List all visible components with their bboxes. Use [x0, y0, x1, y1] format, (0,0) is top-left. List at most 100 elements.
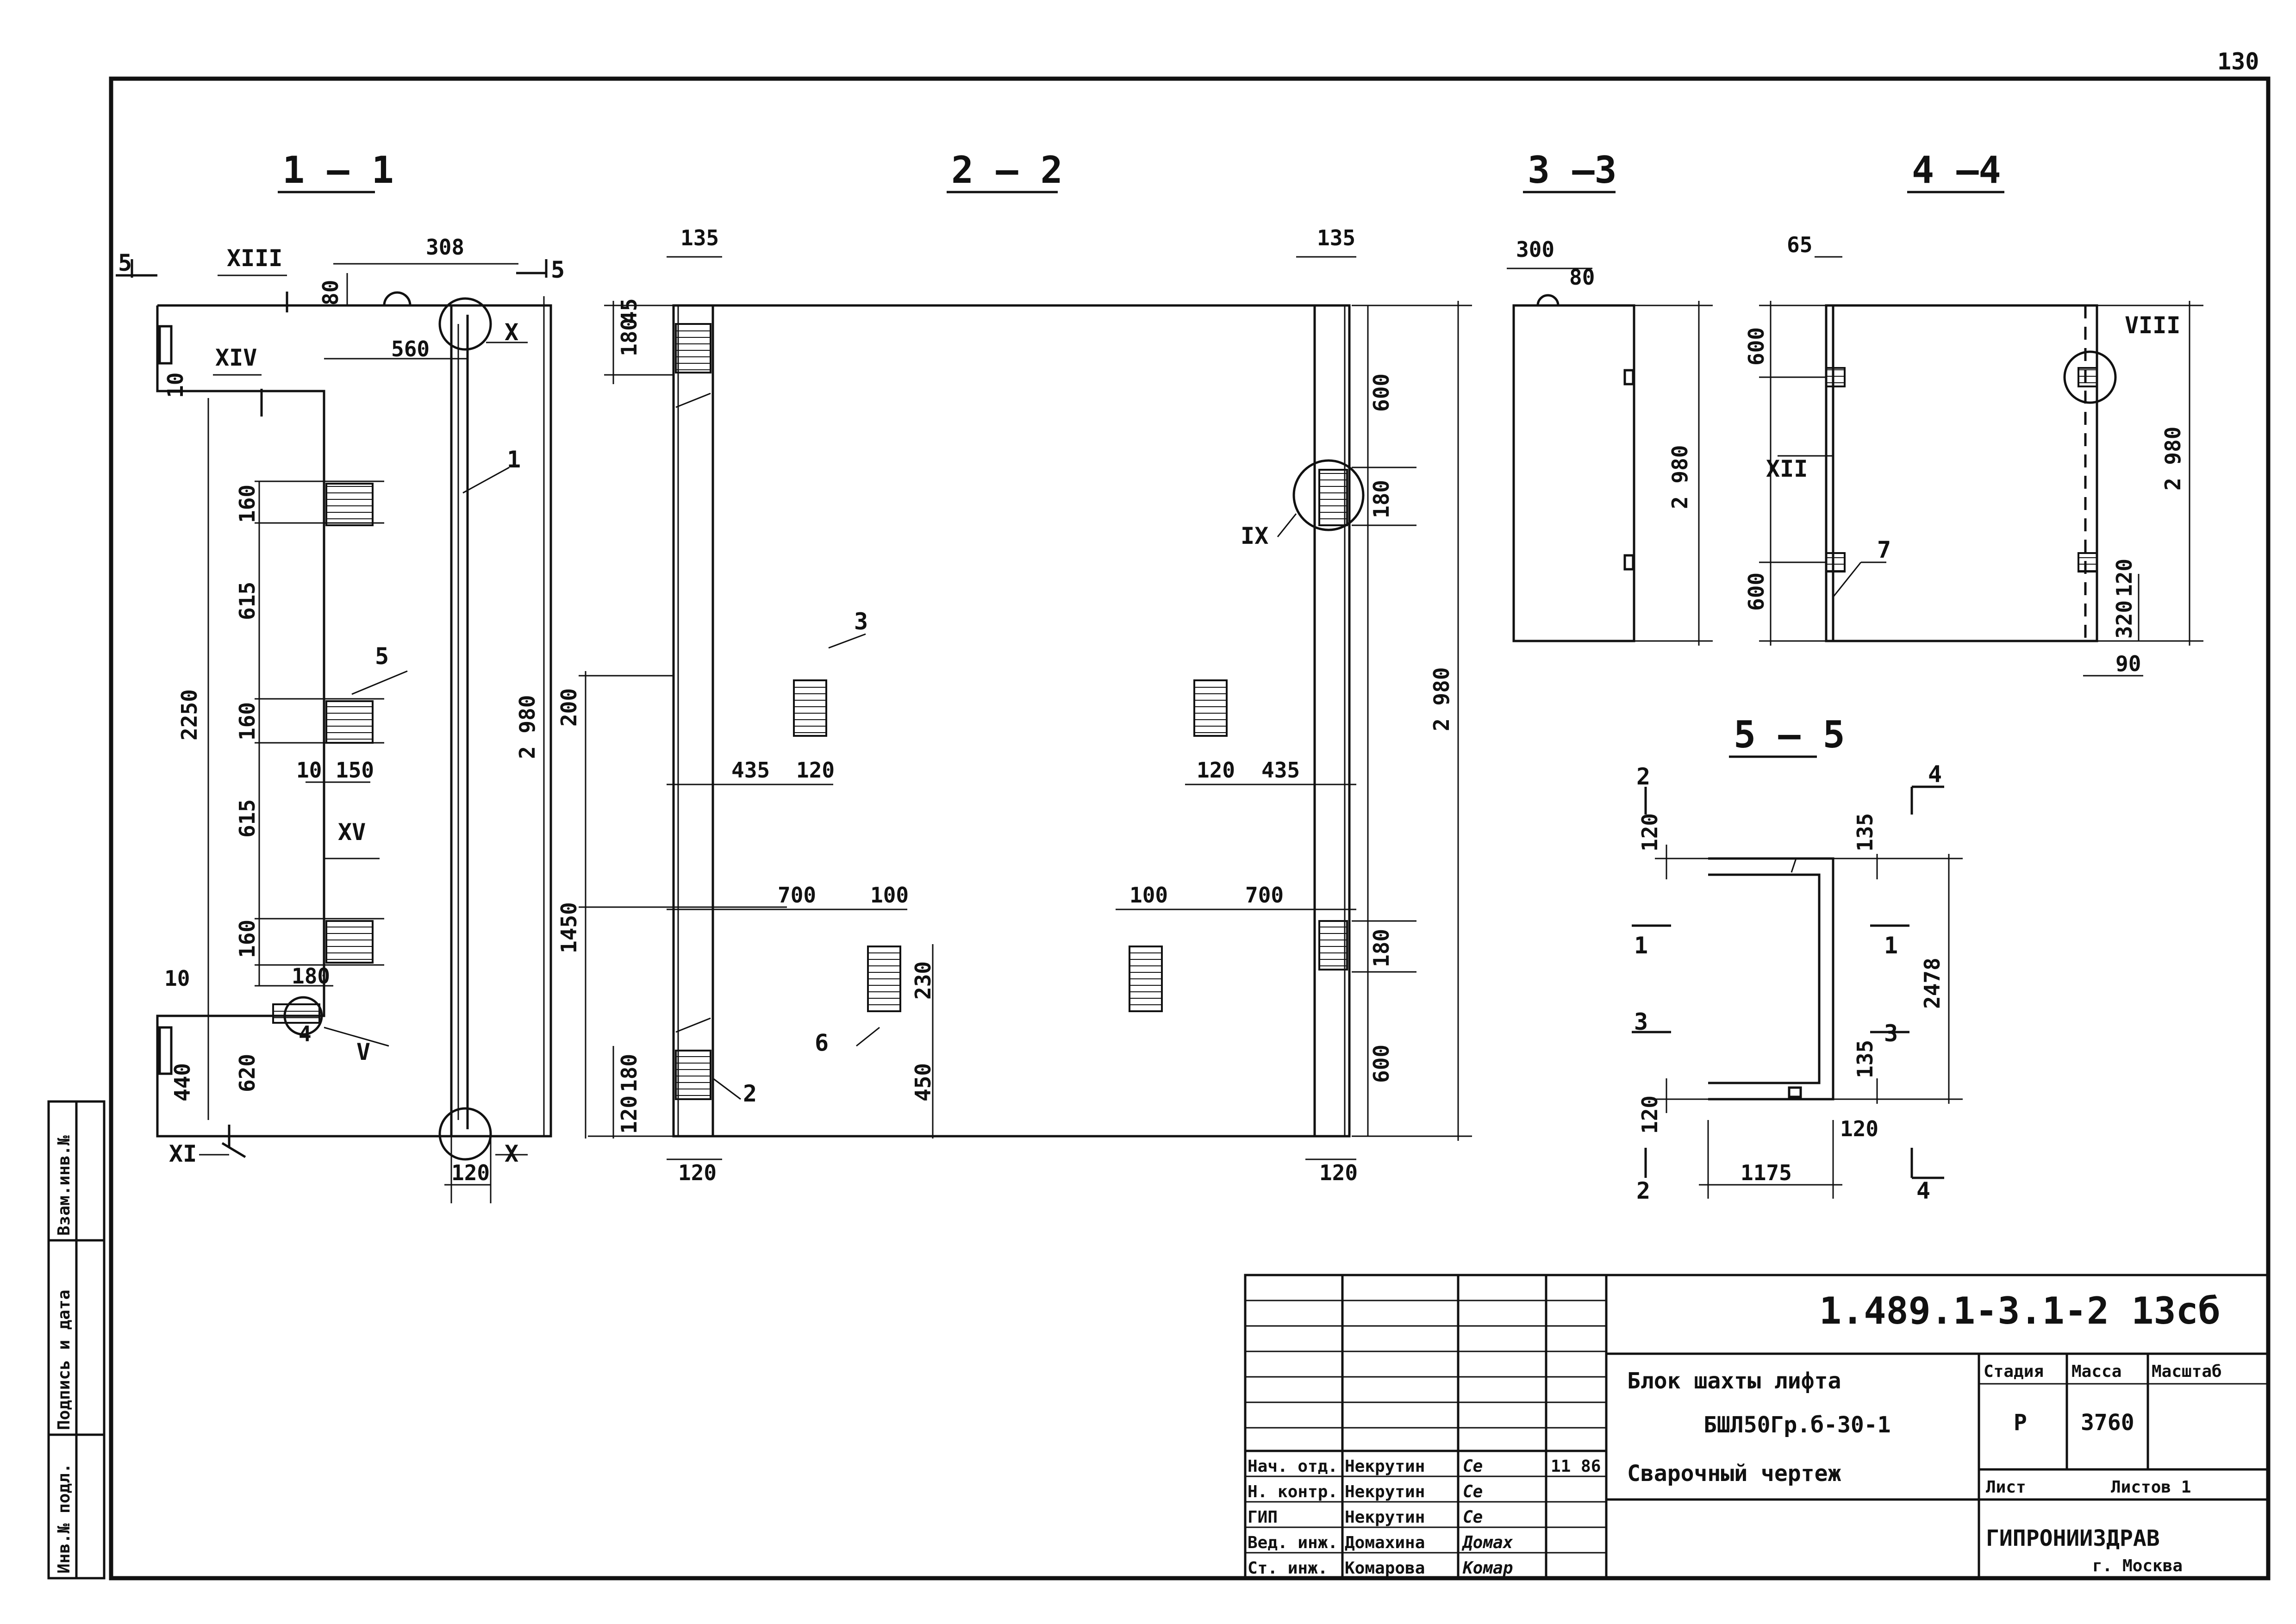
dim-135b: 135	[1317, 225, 1355, 250]
dim-45: 45	[617, 299, 642, 324]
cut-mark-5-right: 5	[551, 256, 565, 283]
dim-308: 308	[426, 235, 464, 260]
section-2-2: 2 — 2	[556, 149, 1472, 1185]
dim-620: 620	[235, 1054, 260, 1092]
staff-sign-0: Се	[1463, 1457, 1483, 1476]
stamp-vzam: Взам.инв.№	[55, 1135, 74, 1236]
dim-80: 80	[318, 280, 343, 305]
dim-180: 180	[292, 964, 330, 989]
header-list: Лист	[1986, 1478, 2026, 1497]
dim-120e: 120	[1319, 1160, 1358, 1185]
callout-XIV: XIV	[215, 344, 257, 371]
cut-mark-1-right: 1	[1884, 932, 1898, 959]
callout-XII: XII	[1766, 455, 1808, 482]
cut-mark-4-top: 4	[1928, 761, 1942, 788]
dim-135b: 135	[1853, 1040, 1878, 1078]
organization-city: г. Москва	[2092, 1556, 2183, 1575]
dim-560: 560	[391, 336, 430, 361]
embedded-plate	[325, 920, 374, 964]
dim-180c: 180	[1369, 480, 1394, 518]
position-6: 6	[815, 1029, 829, 1056]
dim-300: 300	[1516, 237, 1554, 262]
dim-150: 150	[336, 758, 374, 783]
staff-name-3: Домахина	[1345, 1533, 1425, 1552]
drawing-title-2: БШЛ50Гр.б-30-1	[1703, 1412, 1891, 1438]
dim-600a: 600	[1744, 327, 1769, 366]
dim-2980: 2 980	[2160, 427, 2185, 491]
position-3: 3	[854, 608, 868, 635]
embedded-plate-6	[867, 946, 901, 1012]
embedded-plate-3	[793, 679, 827, 737]
dim-135a: 135	[1853, 813, 1878, 852]
dim-10c: 10	[164, 966, 190, 991]
cut-mark-5-left: 5	[118, 249, 132, 276]
dim-700a: 700	[778, 883, 816, 908]
dim-180d: 180	[1369, 929, 1394, 967]
stamp-podpis: Подпись и дата	[55, 1290, 74, 1430]
position-1: 1	[507, 446, 521, 473]
dim-2250: 2250	[177, 689, 202, 740]
staff-sign-1: Се	[1463, 1482, 1483, 1501]
section-title-2-2: 2 — 2	[951, 149, 1063, 192]
dim-120c: 120	[796, 758, 835, 783]
section-1-1: 1 — 1	[116, 149, 565, 1203]
dim-120d: 120	[1197, 758, 1235, 783]
dim-440: 440	[170, 1063, 195, 1101]
dim-180b: 180	[617, 1054, 642, 1092]
dim-615b: 615	[235, 799, 260, 838]
dim-120c: 120	[1840, 1116, 1878, 1141]
sheet-frame	[109, 76, 2271, 1580]
staff-sign-2: Се	[1463, 1508, 1483, 1527]
dim-450: 450	[911, 1063, 936, 1101]
dim-2980: 2 980	[515, 695, 540, 759]
dim-135a: 135	[680, 225, 719, 250]
staff-name-1: Некрутин	[1345, 1482, 1425, 1501]
header-listov: Листов 1	[2111, 1478, 2191, 1497]
cut-mark-3-left: 3	[1634, 1008, 1648, 1035]
dim-230: 230	[911, 961, 936, 1000]
section-title-1-1: 1 — 1	[282, 149, 394, 192]
dim-435a: 435	[731, 758, 770, 783]
dim-100b: 100	[1129, 883, 1168, 908]
header-masshtab: Масштаб	[2152, 1362, 2222, 1381]
staff-role-4: Ст. инж.	[1248, 1559, 1328, 1578]
callout-XIII: XIII	[227, 245, 282, 272]
position-4: 4	[299, 1021, 312, 1046]
drawing-title-1: Блок шахты лифта	[1627, 1368, 1841, 1394]
embedded-plate	[325, 700, 374, 744]
dim-120a: 120	[1637, 813, 1662, 852]
staff-name-4: Комарова	[1345, 1559, 1425, 1578]
dim-700b: 700	[1245, 883, 1284, 908]
dim-80: 80	[1569, 265, 1595, 290]
dim-600b: 600	[1744, 572, 1769, 611]
dim-435b: 435	[1261, 758, 1300, 783]
dim-120b: 120	[678, 1160, 717, 1185]
dim-10b: 10	[296, 758, 322, 783]
cut-mark-3-right: 3	[1884, 1020, 1898, 1047]
stamp-inv-podl: Инв.№ подл.	[55, 1463, 74, 1574]
callout-X-top: X	[505, 319, 518, 346]
section-4-4: 4 —4 65 600 600 2 980 120 320 90 VIII XI…	[1744, 149, 2203, 677]
dim-120a: 120	[617, 1095, 642, 1134]
dim-90: 90	[2115, 651, 2141, 676]
section-title-5-5: 5 — 5	[1734, 713, 1845, 756]
dim-2980: 2 980	[1667, 445, 1692, 509]
header-stadia: Стадия	[1984, 1362, 2044, 1381]
position-7: 7	[1877, 536, 1891, 563]
dim-1450: 1450	[556, 902, 581, 953]
embedded-plate	[325, 483, 374, 526]
dim-615a: 615	[235, 582, 260, 620]
approval-date: 11 86	[1551, 1457, 1601, 1476]
side-stamp: Взам.инв.№ Подпись и дата Инв.№ подл.	[47, 1100, 106, 1580]
drawing-code: 1.489.1-3.1-2 13сб	[1819, 1289, 2221, 1332]
callout-VIII: VIII	[2125, 312, 2180, 339]
position-5: 5	[375, 643, 389, 670]
staff-role-2: ГИП	[1248, 1508, 1278, 1527]
staff-sign-3: Домах	[1461, 1533, 1513, 1552]
staff-role-0: Нач. отд.	[1248, 1457, 1338, 1476]
dim-160a: 160	[235, 485, 260, 523]
cut-mark-1-left: 1	[1634, 932, 1648, 959]
section-3-3: 3 —3 300 80 2 980	[1507, 149, 1713, 646]
position-2: 2	[743, 1080, 757, 1107]
header-massa: Масса	[2071, 1362, 2121, 1381]
